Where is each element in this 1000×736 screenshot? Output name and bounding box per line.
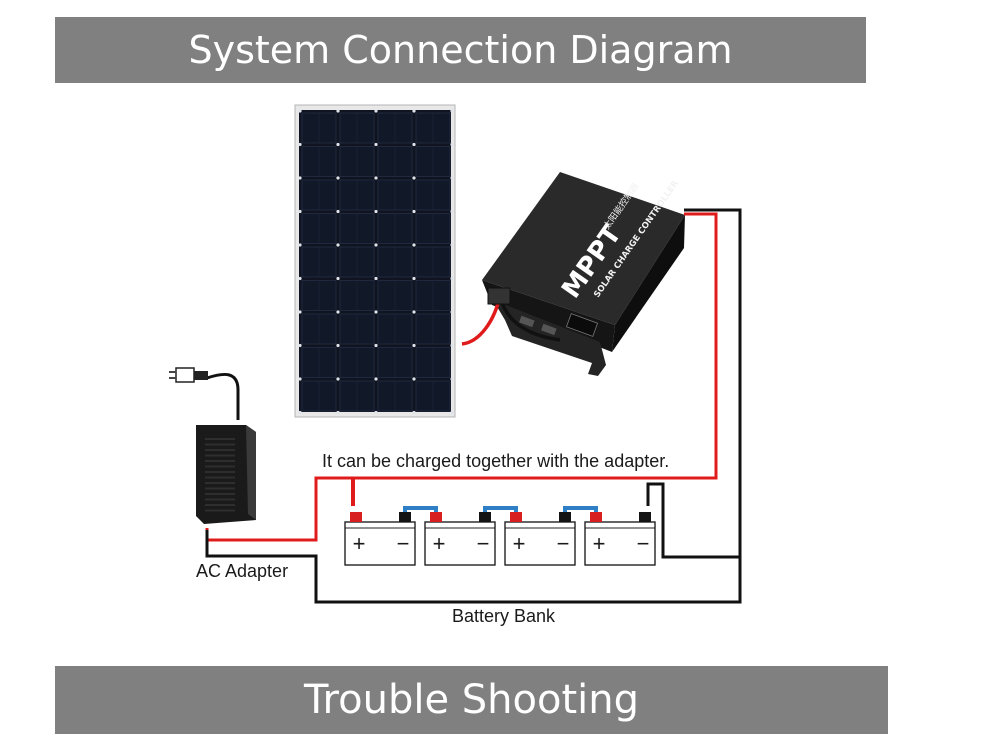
- battery-1: +−: [344, 512, 416, 566]
- battery-positive-symbol: +: [353, 531, 366, 556]
- adapter-vents: [205, 438, 235, 512]
- battery-positive-symbol: +: [513, 531, 526, 556]
- battery-series-link: [483, 506, 518, 512]
- solar-panel: [294, 104, 456, 418]
- battery-series-link: [563, 506, 598, 512]
- adapter-charge-note: It can be charged together with the adap…: [322, 451, 670, 471]
- panel-cell-grid: [298, 109, 454, 415]
- battery-series-link: [403, 506, 438, 512]
- battery-bank-label: Battery Bank: [452, 606, 556, 626]
- diagram-title: System Connection Diagram: [188, 28, 733, 72]
- battery-negative-symbol: −: [477, 531, 490, 556]
- battery-positive-symbol: +: [593, 531, 606, 556]
- battery-positive-symbol: +: [433, 531, 446, 556]
- wiring: [205, 208, 742, 604]
- battery-negative-symbol: −: [397, 531, 410, 556]
- section-title: Trouble Shooting: [304, 677, 639, 723]
- ac-adapter: [169, 367, 256, 524]
- ac-adapter-label: AC Adapter: [196, 561, 289, 581]
- battery-negative-symbol: −: [557, 531, 570, 556]
- battery-4: +−: [584, 512, 656, 566]
- mppt-charge-controller: MPPT SOLAR CHARGE CONTROLLER 太阳能控制器: [482, 172, 685, 376]
- section-title-banner: Trouble Shooting: [55, 666, 888, 734]
- battery-3: +−: [504, 512, 576, 566]
- battery-2: +−: [424, 512, 496, 566]
- panel-input-cable: [461, 287, 561, 346]
- battery-bank: +−+−+−+−: [344, 506, 656, 566]
- diagram-title-banner: System Connection Diagram: [55, 17, 866, 83]
- battery-negative-symbol: −: [637, 531, 650, 556]
